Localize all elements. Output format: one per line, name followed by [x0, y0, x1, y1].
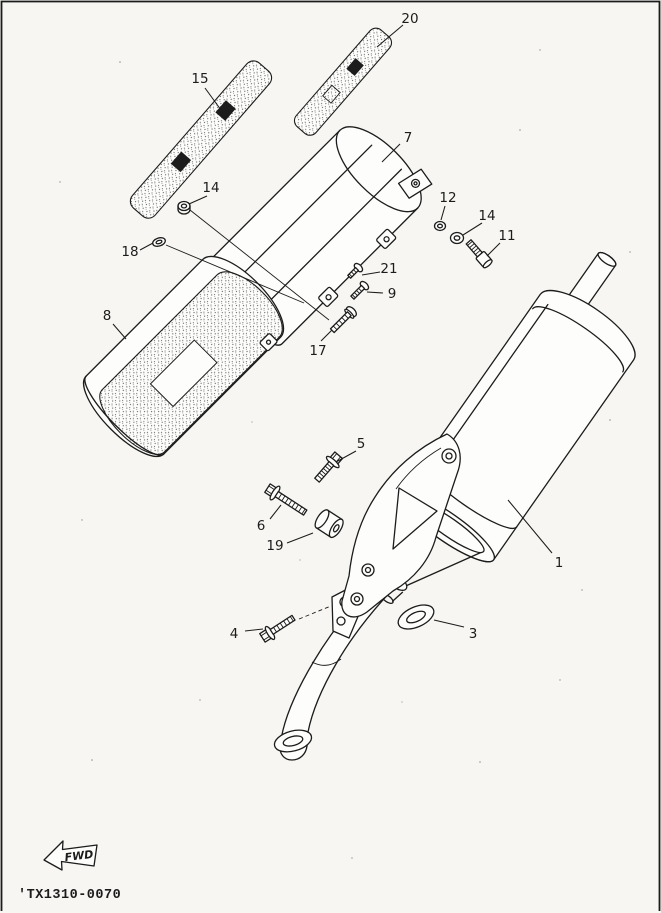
part-label-8: 8 [103, 308, 112, 324]
exhaust-pipe [273, 580, 395, 761]
gasket-strip-15 [129, 60, 273, 219]
bolt-4 [259, 614, 296, 643]
part-label-20: 20 [401, 11, 418, 27]
part-label-5: 5 [357, 436, 366, 452]
washer-14-right [449, 231, 465, 245]
fwd-arrow: FWD [43, 840, 98, 871]
part-label-7: 7 [404, 130, 413, 146]
part-labels: 20 15 7 14 12 14 11 18 21 9 8 17 5 6 19 … [103, 11, 564, 642]
part-label-4: 4 [230, 626, 239, 642]
part-label-15: 15 [191, 71, 208, 87]
grommet-18 [152, 237, 166, 247]
nut-14-left [177, 200, 191, 215]
mount-bracket [341, 433, 461, 618]
part-label-21: 21 [380, 261, 397, 277]
washer-12 [433, 220, 447, 232]
heat-shield-lower [82, 255, 285, 458]
gasket-strip-20 [293, 27, 393, 136]
screw-17 [329, 306, 357, 334]
fwd-label: FWD [64, 848, 94, 864]
part-label-19: 19 [266, 538, 283, 554]
leader-lines [112, 24, 553, 632]
part-label-11: 11 [498, 228, 515, 244]
assembly-axis-lines [165, 209, 330, 321]
part-label-14-a: 14 [202, 180, 219, 196]
part-label-17: 17 [309, 343, 326, 359]
rubber-damper-19 [314, 509, 344, 539]
part-label-18: 18 [121, 244, 138, 260]
part-label-14-b: 14 [478, 208, 495, 224]
exhaust-gasket [397, 604, 435, 630]
bolt-6 [264, 483, 308, 516]
part-label-12: 12 [439, 190, 456, 206]
part-label-1: 1 [555, 555, 564, 571]
part-label-6: 6 [257, 518, 266, 534]
diagram-code: 'TX1310-0070 [18, 888, 121, 903]
bolt-5 [314, 451, 344, 483]
part-label-9: 9 [388, 286, 397, 302]
part-label-3: 3 [469, 626, 478, 642]
screw-21 [347, 262, 364, 279]
screw-9 [350, 280, 370, 300]
